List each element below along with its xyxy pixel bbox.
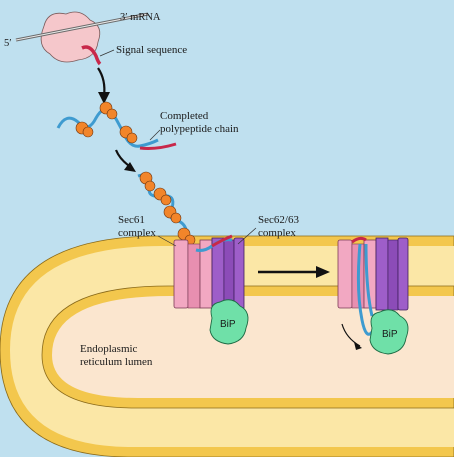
signal-sequence-strand	[81, 45, 102, 66]
completed-chain-leader	[149, 129, 161, 141]
ribosome-bead	[119, 125, 138, 144]
er-lumen	[52, 296, 454, 398]
sec61-label-line1: Sec61	[118, 214, 145, 226]
ribosome-bead	[75, 121, 94, 138]
er-lumen-label-line1: Endoplasmic	[80, 343, 138, 355]
translocon-right	[337, 236, 409, 355]
ribosome-bead	[99, 101, 118, 120]
sec61-complex-left	[173, 239, 213, 309]
arrow-down-1	[97, 67, 106, 97]
sec6263-complex-right	[375, 237, 409, 311]
signal-sequence-leader	[99, 49, 115, 57]
ribosome	[40, 11, 101, 63]
ribosome-bead	[163, 205, 182, 224]
bip-left-label: BiP	[220, 319, 236, 330]
completed-label-line2: polypeptide chain	[160, 123, 239, 135]
sec6263-label-line1: Sec62/63	[258, 214, 299, 226]
ribosome-with-mrna	[15, 11, 149, 66]
bip-right-label: BiP	[382, 329, 398, 340]
polysome-2	[137, 171, 197, 252]
polysome-1	[56, 101, 177, 150]
bip-right	[369, 309, 409, 355]
sec6263-label-line2: complex	[258, 227, 296, 239]
completed-label-line1: Completed	[160, 110, 209, 122]
er-lumen-label-line2: reticulum lumen	[80, 356, 153, 368]
ribosome-bead	[139, 171, 156, 192]
sec6263-complex-left	[211, 237, 245, 311]
mrna-3prime-label: 3′ mRNA	[120, 12, 161, 23]
mrna-5prime-label: 5′	[4, 38, 12, 49]
signal-sequence-label: Signal sequence	[116, 44, 187, 56]
bip-curve-arrow	[341, 323, 361, 347]
sec61-label-line2: complex	[118, 227, 156, 239]
ribosome-bead	[153, 187, 172, 206]
translocon-left	[173, 234, 249, 345]
bip-left	[209, 299, 249, 345]
